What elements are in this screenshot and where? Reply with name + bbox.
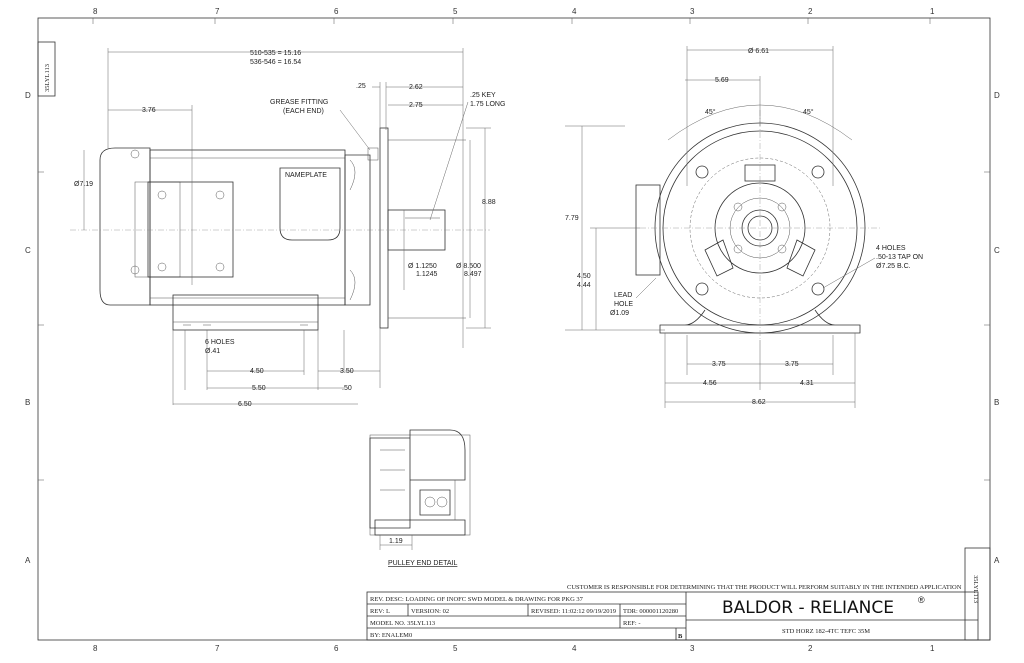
dim-dia-6-61: Ø 6.61 [748,48,769,55]
col-label: 6 [334,7,339,16]
dim-4-31: 4.31 [800,380,814,387]
dim-4-50: 4.50 [250,368,264,375]
dim-pilot-1: Ø 8.500 [456,263,481,270]
grease-fitting [367,147,379,161]
ref: REF: - [623,620,641,627]
rev: REV: L [370,608,390,615]
row-label: C [994,246,1000,255]
row-label: A [994,556,1000,565]
end-view-dimensions: Ø 6.61 5.69 45° 45° 7.79 4.50 4.44 LEAD … [565,46,923,408]
dim-3-75-right: 3.75 [785,361,799,368]
dim-2-75: 2.75 [409,102,423,109]
dim-overall-1: 510-535 = 15.16 [250,50,301,57]
col-label: 1 [930,644,935,653]
dim-50: .50 [342,385,352,392]
key-label-1: .25 KEY [470,92,496,99]
dim-overall-2: 536-546 = 16.54 [250,59,301,66]
tdr: TDR: 000001120280 [623,608,678,615]
dim-5-50: 5.50 [252,385,266,392]
holes-label-1: 6 HOLES [205,339,235,346]
side-code-box [37,41,56,97]
pulley-end-detail: 1.19 PULLEY END DETAIL [369,429,471,567]
column-labels-bottom: 8 7 6 5 4 3 2 1 [93,644,935,653]
lead-hole-label-2: HOLE [614,301,633,308]
dim-3-50: 3.50 [340,368,354,375]
dim-25: .25 [356,83,366,90]
dim-dia-7-19: Ø7.19 [74,181,93,188]
holes-label-2: Ø.41 [205,348,220,355]
col-label: 1 [930,7,935,16]
col-label: 7 [215,7,220,16]
angle-right: 45° [803,108,814,116]
dim-2-62: 2.62 [409,84,423,91]
motor-side-view [70,127,490,331]
col-label: 8 [93,644,98,653]
flange [379,127,389,329]
dim-6-50: 6.50 [238,401,252,408]
row-label: D [25,91,31,100]
dim-3-76: 3.76 [142,107,156,114]
grease-label-2: (EACH END) [283,108,324,115]
dim-8-88: 8.88 [482,199,496,206]
side-code: 35LYL113 [44,64,51,92]
nameplate [279,167,341,241]
column-labels-top: 8 7 6 5 4 3 2 1 [93,7,935,16]
col-label: 5 [453,644,458,653]
revised: REVISED: 11:02:12 09/19/2019 [531,608,616,615]
col-label: 2 [808,7,813,16]
dim-4-50-end: 4.50 [577,273,591,280]
nameplate-label: NAMEPLATE [285,172,327,179]
lead-hole-label-3: Ø1.09 [610,310,629,317]
dim-1-19: 1.19 [389,538,403,545]
side-view-dimensions: 510-535 = 15.16 536-546 = 16.54 3.76 .25… [74,48,505,408]
version: VERSION: 02 [411,608,449,615]
tap-holes-label-1: 4 HOLES [876,245,906,252]
drawn-by: BY: ENALEM0 [370,632,412,639]
col-label: 4 [572,644,577,653]
col-label: 7 [215,644,220,653]
col-label: 5 [453,7,458,16]
row-label: B [994,398,999,407]
side-code-bottom: 35LYL113 [972,575,979,603]
dim-pilot-2: 8.497 [464,271,482,278]
dim-5-69: 5.69 [715,77,729,84]
rev-desc: REV. DESC: LOADING OF INOFC SWD MODEL & … [370,596,584,603]
col-label: 3 [690,644,695,653]
dim-3-75-left: 3.75 [712,361,726,368]
tap-holes-label-3: Ø7.25 B.C. [876,263,911,270]
row-label: D [994,91,1000,100]
col-label: 6 [334,644,339,653]
dim-7-79: 7.79 [565,215,579,222]
detail-title: PULLEY END DETAIL [388,560,457,567]
motor-end-view [635,110,880,340]
grease-label-1: GREASE FITTING [270,99,328,106]
title-block: CUSTOMER IS RESPONSIBLE FOR DETERMINING … [366,584,979,641]
key-label-2: 1.75 LONG [470,101,505,108]
col-label: 4 [572,7,577,16]
drawing-border [37,17,991,641]
sheet-size: B [678,633,683,640]
conduit-box [147,181,234,278]
lead-hole-label-1: LEAD [614,292,632,299]
angle-left: 45° [705,108,716,116]
row-labels: D C B A D C B A [25,91,1000,565]
tap-holes-label-2: .50-13 TAP ON [876,254,923,261]
col-label: 8 [93,7,98,16]
row-label: A [25,556,31,565]
brand-logo: BALDOR - RELIANCE [722,598,894,618]
row-label: B [25,398,30,407]
col-label: 2 [808,644,813,653]
motor-feet [172,294,319,331]
row-label: C [25,246,31,255]
dim-4-56: 4.56 [703,380,717,387]
dim-shaft-1: Ø 1.1250 [408,263,437,270]
dim-8-62: 8.62 [752,399,766,406]
dim-shaft-2: 1.1245 [416,271,438,278]
registered-mark: ® [918,595,925,605]
model-number: MODEL NO. 35LYL113 [370,620,435,627]
col-label: 3 [690,7,695,16]
dim-4-44: 4.44 [577,282,591,289]
disclaimer: CUSTOMER IS RESPONSIBLE FOR DETERMINING … [567,584,962,591]
motor-description: STD HORZ 182-4TC TEFC 35M [782,628,870,635]
